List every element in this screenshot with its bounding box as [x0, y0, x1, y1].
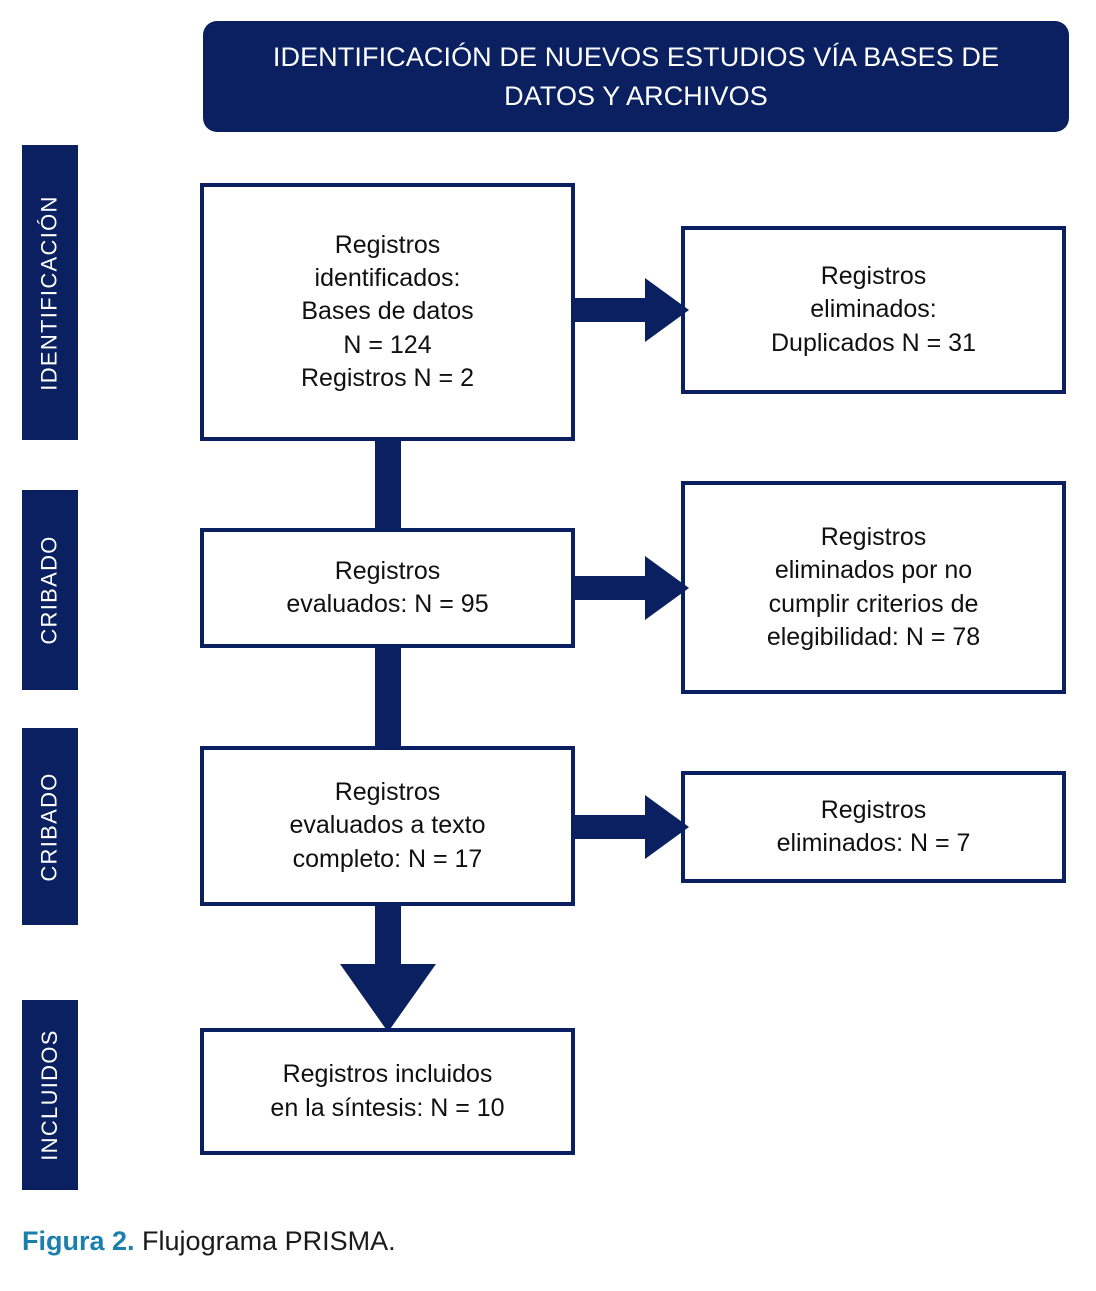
stage-label-cribado-1-text: CRIBADO [37, 535, 62, 645]
arrow-down-icon-fulltext-to-included [340, 902, 436, 1032]
arrow-right-icon-to-duplicates [571, 278, 689, 342]
arrow-right-icon-to-excluded-eligibility [571, 556, 689, 620]
stage-label-identificacion-text: IDENTIFICACIÓN [37, 194, 62, 391]
diagram-header-banner: IDENTIFICACIÓN DE NUEVOS ESTUDIOS VÍA BA… [203, 21, 1069, 132]
connector-identified-to-screened [375, 437, 401, 532]
stage-label-cribado-2: CRIBADO [22, 728, 78, 925]
connector-screened-to-fulltext [375, 644, 401, 750]
stage-label-incluidos: INCLUIDOS [22, 1000, 78, 1190]
figure-caption-text [135, 1226, 143, 1256]
stage-label-cribado-1: CRIBADO [22, 490, 78, 690]
arrow-right-icon-to-excluded-fulltext [571, 795, 689, 859]
stage-label-identificacion: IDENTIFICACIÓN [22, 145, 78, 440]
stage-label-incluidos-text: INCLUIDOS [37, 1029, 62, 1161]
figure-caption: Figura 2. Flujograma PRISMA. [22, 1226, 396, 1257]
figure-caption-rest: Flujograma PRISMA. [142, 1226, 396, 1256]
figure-caption-label: Figura 2. [22, 1226, 135, 1256]
stage-label-cribado-2-text: CRIBADO [37, 771, 62, 882]
